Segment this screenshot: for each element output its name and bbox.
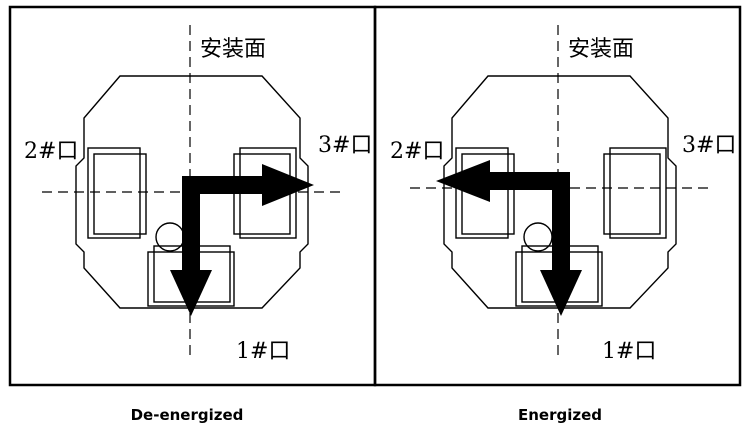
port-cavity-right (609, 147, 667, 239)
port-2-label: 2#口 (24, 139, 78, 164)
caption-energized: Energized (518, 406, 602, 424)
valve-ball (523, 222, 553, 252)
port-2-label: 2#口 (390, 139, 444, 164)
panel-de-energized: 安装面 2#口 3#口 1#口 (8, 5, 377, 387)
valve-ball (155, 222, 185, 252)
mount-surface-label: 安装面 (568, 37, 634, 62)
flow-arrow-1-to-3 (170, 164, 314, 316)
port-cavity-left (87, 147, 141, 239)
panel-energized: 安装面 2#口 3#口 1#口 (373, 5, 742, 387)
port-1-label: 1#口 (602, 339, 656, 364)
port-3-label: 3#口 (682, 133, 736, 158)
port-cavity-left (455, 147, 509, 239)
port-3-label: 3#口 (318, 133, 372, 158)
port-cavity-right-inner (603, 153, 661, 235)
port-cavity-left-inner (93, 153, 147, 235)
flow-arrow-1-to-2 (436, 160, 582, 316)
valve-body-outline (443, 75, 677, 309)
port-1-label: 1#口 (236, 339, 290, 364)
port-cavity-left-inner (461, 153, 515, 235)
valve-body-outline (75, 75, 309, 309)
panel-frame (373, 5, 742, 387)
mount-surface-label: 安装面 (200, 37, 266, 62)
caption-de-energized: De-energized (131, 406, 244, 424)
